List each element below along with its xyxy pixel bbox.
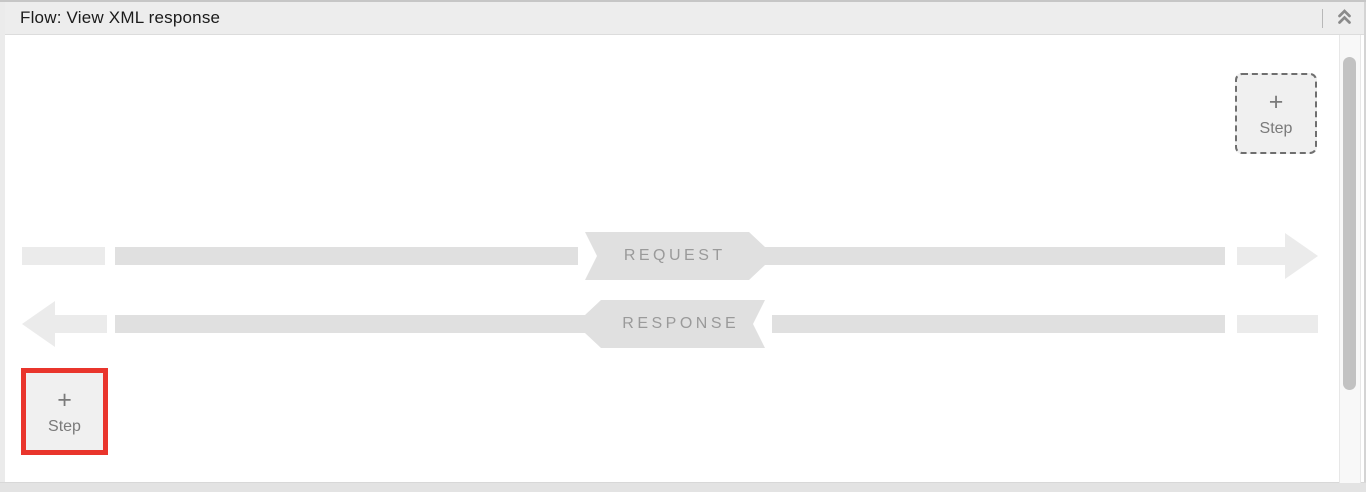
request-line-start-segment	[22, 247, 105, 265]
request-line-left	[115, 247, 578, 265]
highlight-annotation: + Step	[21, 368, 108, 455]
chevron-double-up-icon	[1337, 8, 1352, 28]
request-line-right	[763, 247, 1225, 265]
add-step-button-bottom[interactable]: + Step	[26, 373, 103, 450]
panel-title: Flow: View XML response	[20, 8, 221, 27]
request-arrowhead-icon	[1237, 233, 1318, 279]
scrollbar-thumb[interactable]	[1343, 57, 1356, 390]
add-step-button-top[interactable]: + Step	[1235, 73, 1317, 154]
panel-top-border	[0, 0, 1366, 2]
request-banner-label: REQUEST	[623, 247, 726, 264]
panel-left-gutter	[0, 2, 5, 492]
response-banner-label: RESPONSE	[622, 315, 740, 332]
request-banner-shape	[585, 232, 765, 280]
panel-right-border	[1364, 2, 1366, 492]
response-line-right	[772, 315, 1225, 333]
plus-icon: +	[57, 385, 72, 414]
panel-header: Flow: View XML response	[5, 2, 1364, 35]
response-arrowhead-icon	[22, 301, 107, 347]
add-step-label: Step	[1259, 119, 1293, 137]
plus-icon: +	[1268, 87, 1284, 116]
header-divider	[1322, 9, 1323, 28]
response-line-left	[115, 315, 585, 333]
response-line-end-segment	[1237, 315, 1318, 333]
add-step-label: Step	[48, 417, 81, 435]
panel-bottom-border	[0, 482, 1366, 492]
response-banner-shape	[585, 300, 765, 348]
collapse-panel-button[interactable]	[1329, 4, 1359, 32]
